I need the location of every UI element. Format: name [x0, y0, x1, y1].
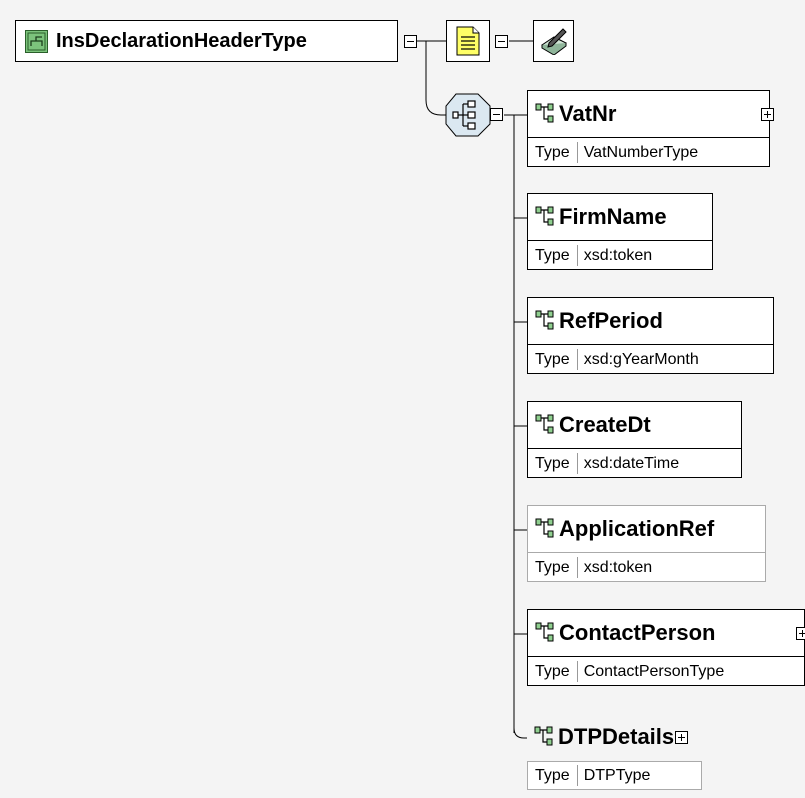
type-value: VatNumberType [583, 143, 699, 161]
type-key: Type [528, 452, 578, 474]
expand-icon[interactable] [761, 108, 774, 121]
element-icon [535, 414, 554, 434]
element-name: ApplicationRef [559, 516, 715, 541]
element-vatnr[interactable]: VatNr Type VatNumberType [527, 90, 774, 167]
element-contactperson[interactable]: ContactPerson Type ContactPersonType [527, 609, 805, 686]
element-name: FirmName [559, 204, 667, 229]
type-key: Type [528, 660, 578, 682]
element-name: RefPeriod [559, 308, 663, 333]
type-key: Type [528, 141, 578, 163]
sequence-compositor[interactable] [444, 92, 492, 138]
annotation-node[interactable] [446, 20, 490, 62]
sequence-collapse-toggle[interactable] [490, 108, 503, 121]
element-refperiod[interactable]: RefPeriod Type xsd:gYearMonth [527, 297, 774, 374]
element-icon [535, 518, 554, 538]
note-icon [456, 26, 480, 56]
type-value: xsd:token [583, 246, 653, 264]
complex-type-icon [25, 29, 48, 53]
element-name: DTPDetails [558, 724, 675, 749]
element-dtpdetails[interactable]: DTPDetails Type DTPType [527, 713, 715, 790]
type-key: Type [528, 765, 578, 786]
root-type-label: InsDeclarationHeaderType [56, 29, 307, 52]
type-key: Type [528, 348, 578, 370]
type-value: xsd:dateTime [583, 454, 680, 472]
root-collapse-toggle[interactable] [404, 35, 417, 48]
type-value: xsd:gYearMonth [583, 350, 699, 368]
element-icon [535, 310, 554, 330]
element-name: ContactPerson [559, 620, 716, 645]
expand-icon[interactable] [796, 627, 805, 640]
expand-icon[interactable] [675, 730, 689, 744]
element-icon [534, 726, 553, 746]
type-value: DTPType [583, 767, 651, 784]
complex-type-root[interactable]: InsDeclarationHeaderType [15, 20, 398, 62]
sequence-compositor-icon [445, 93, 491, 137]
element-name: CreateDt [559, 412, 651, 437]
element-firmname[interactable]: FirmName Type xsd:token [527, 193, 713, 270]
element-icon [535, 206, 554, 226]
element-name: VatNr [559, 101, 617, 126]
type-key: Type [528, 556, 578, 578]
type-value: ContactPersonType [583, 662, 725, 680]
type-key: Type [528, 244, 578, 266]
book-pencil-icon [540, 28, 567, 55]
type-value: xsd:token [583, 558, 653, 576]
documentation-node[interactable] [533, 20, 574, 62]
element-applicationref[interactable]: ApplicationRef Type xsd:token [527, 505, 766, 582]
element-createdt[interactable]: CreateDt Type xsd:dateTime [527, 401, 742, 478]
element-icon [535, 622, 554, 642]
annotation-collapse-toggle[interactable] [495, 35, 508, 48]
element-icon [535, 103, 554, 123]
